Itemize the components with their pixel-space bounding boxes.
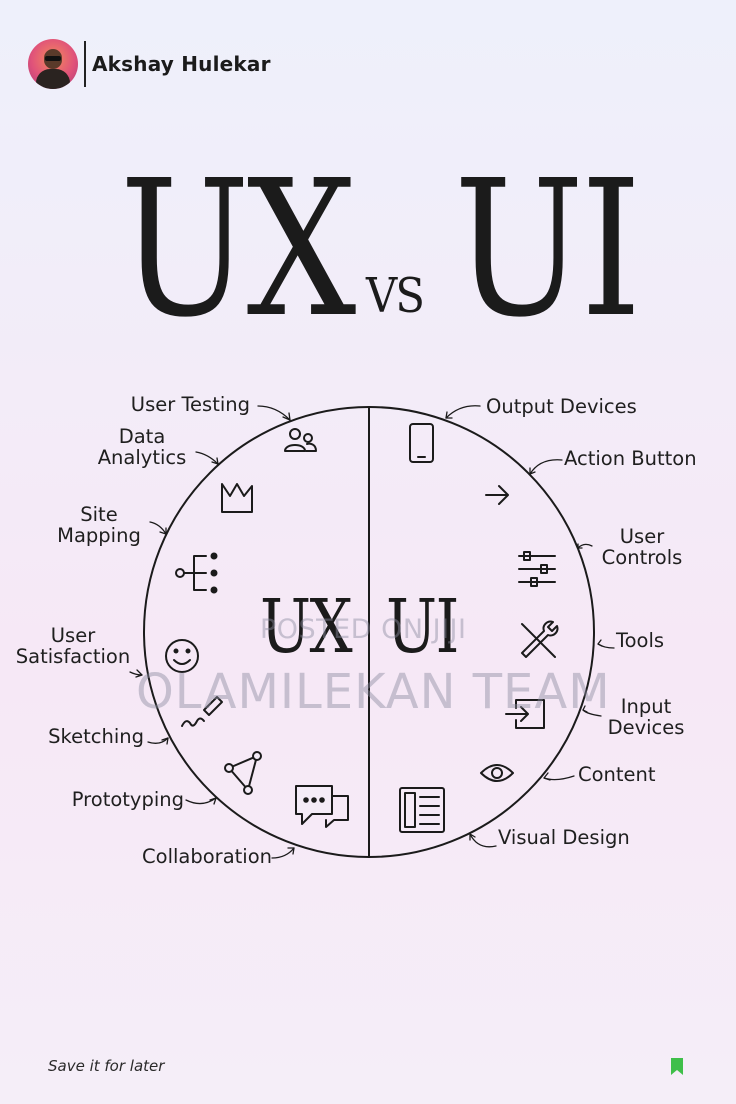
label-visual-design: Visual Design <box>498 826 630 849</box>
title-ui: UI <box>454 140 642 359</box>
main-title: UX VS UI <box>0 140 736 359</box>
avatar[interactable] <box>28 39 78 89</box>
inner-title-ux: UX <box>260 584 353 670</box>
chart-icon <box>221 483 253 513</box>
author-name: Akshay Hulekar <box>92 52 271 76</box>
label-user-satisfaction: User Satisfaction <box>15 624 131 668</box>
header-divider <box>84 41 86 87</box>
bookmark-icon[interactable] <box>670 1057 684 1076</box>
title-ux: UX <box>120 140 356 359</box>
eye-icon <box>480 764 514 782</box>
layout-icon <box>399 787 445 833</box>
author-header: Akshay Hulekar <box>28 38 271 90</box>
label-tools: Tools <box>616 629 665 652</box>
smiley-icon <box>165 639 199 673</box>
label-prototyping: Prototyping <box>71 788 184 811</box>
label-input-devices: Input Devices <box>607 695 685 739</box>
save-for-later-text: Save it for later <box>48 1057 165 1075</box>
label-content: Content <box>578 763 656 786</box>
label-user-testing: User Testing <box>130 393 250 416</box>
label-site-mapping: Site Mapping <box>57 503 141 547</box>
label-sketching: Sketching <box>48 725 144 748</box>
label-output-devices: Output Devices <box>486 395 637 418</box>
input-icon <box>505 699 545 729</box>
label-collaboration: Collaboration <box>142 845 272 868</box>
inner-title-ui: UI <box>386 584 459 670</box>
label-action-button: Action Button <box>564 447 697 470</box>
title-vs: VS <box>366 268 425 324</box>
chat-bubbles-icon <box>295 785 349 828</box>
phone-icon <box>409 423 434 463</box>
sliders-icon <box>518 551 556 587</box>
label-data-analytics: Data Analytics <box>97 425 187 469</box>
tools-icon <box>521 620 559 658</box>
pencil-icon <box>181 696 223 727</box>
label-user-controls: User Controls <box>601 525 683 569</box>
watermark-team: OLAMILEKAN TEAM <box>136 664 611 720</box>
watermark-posted: POSTED ON JIJI <box>260 614 467 645</box>
sitemap-icon <box>175 552 218 594</box>
triangle-nodes-icon <box>224 751 262 795</box>
users-icon <box>284 428 317 452</box>
arrow-right-icon <box>485 485 509 505</box>
